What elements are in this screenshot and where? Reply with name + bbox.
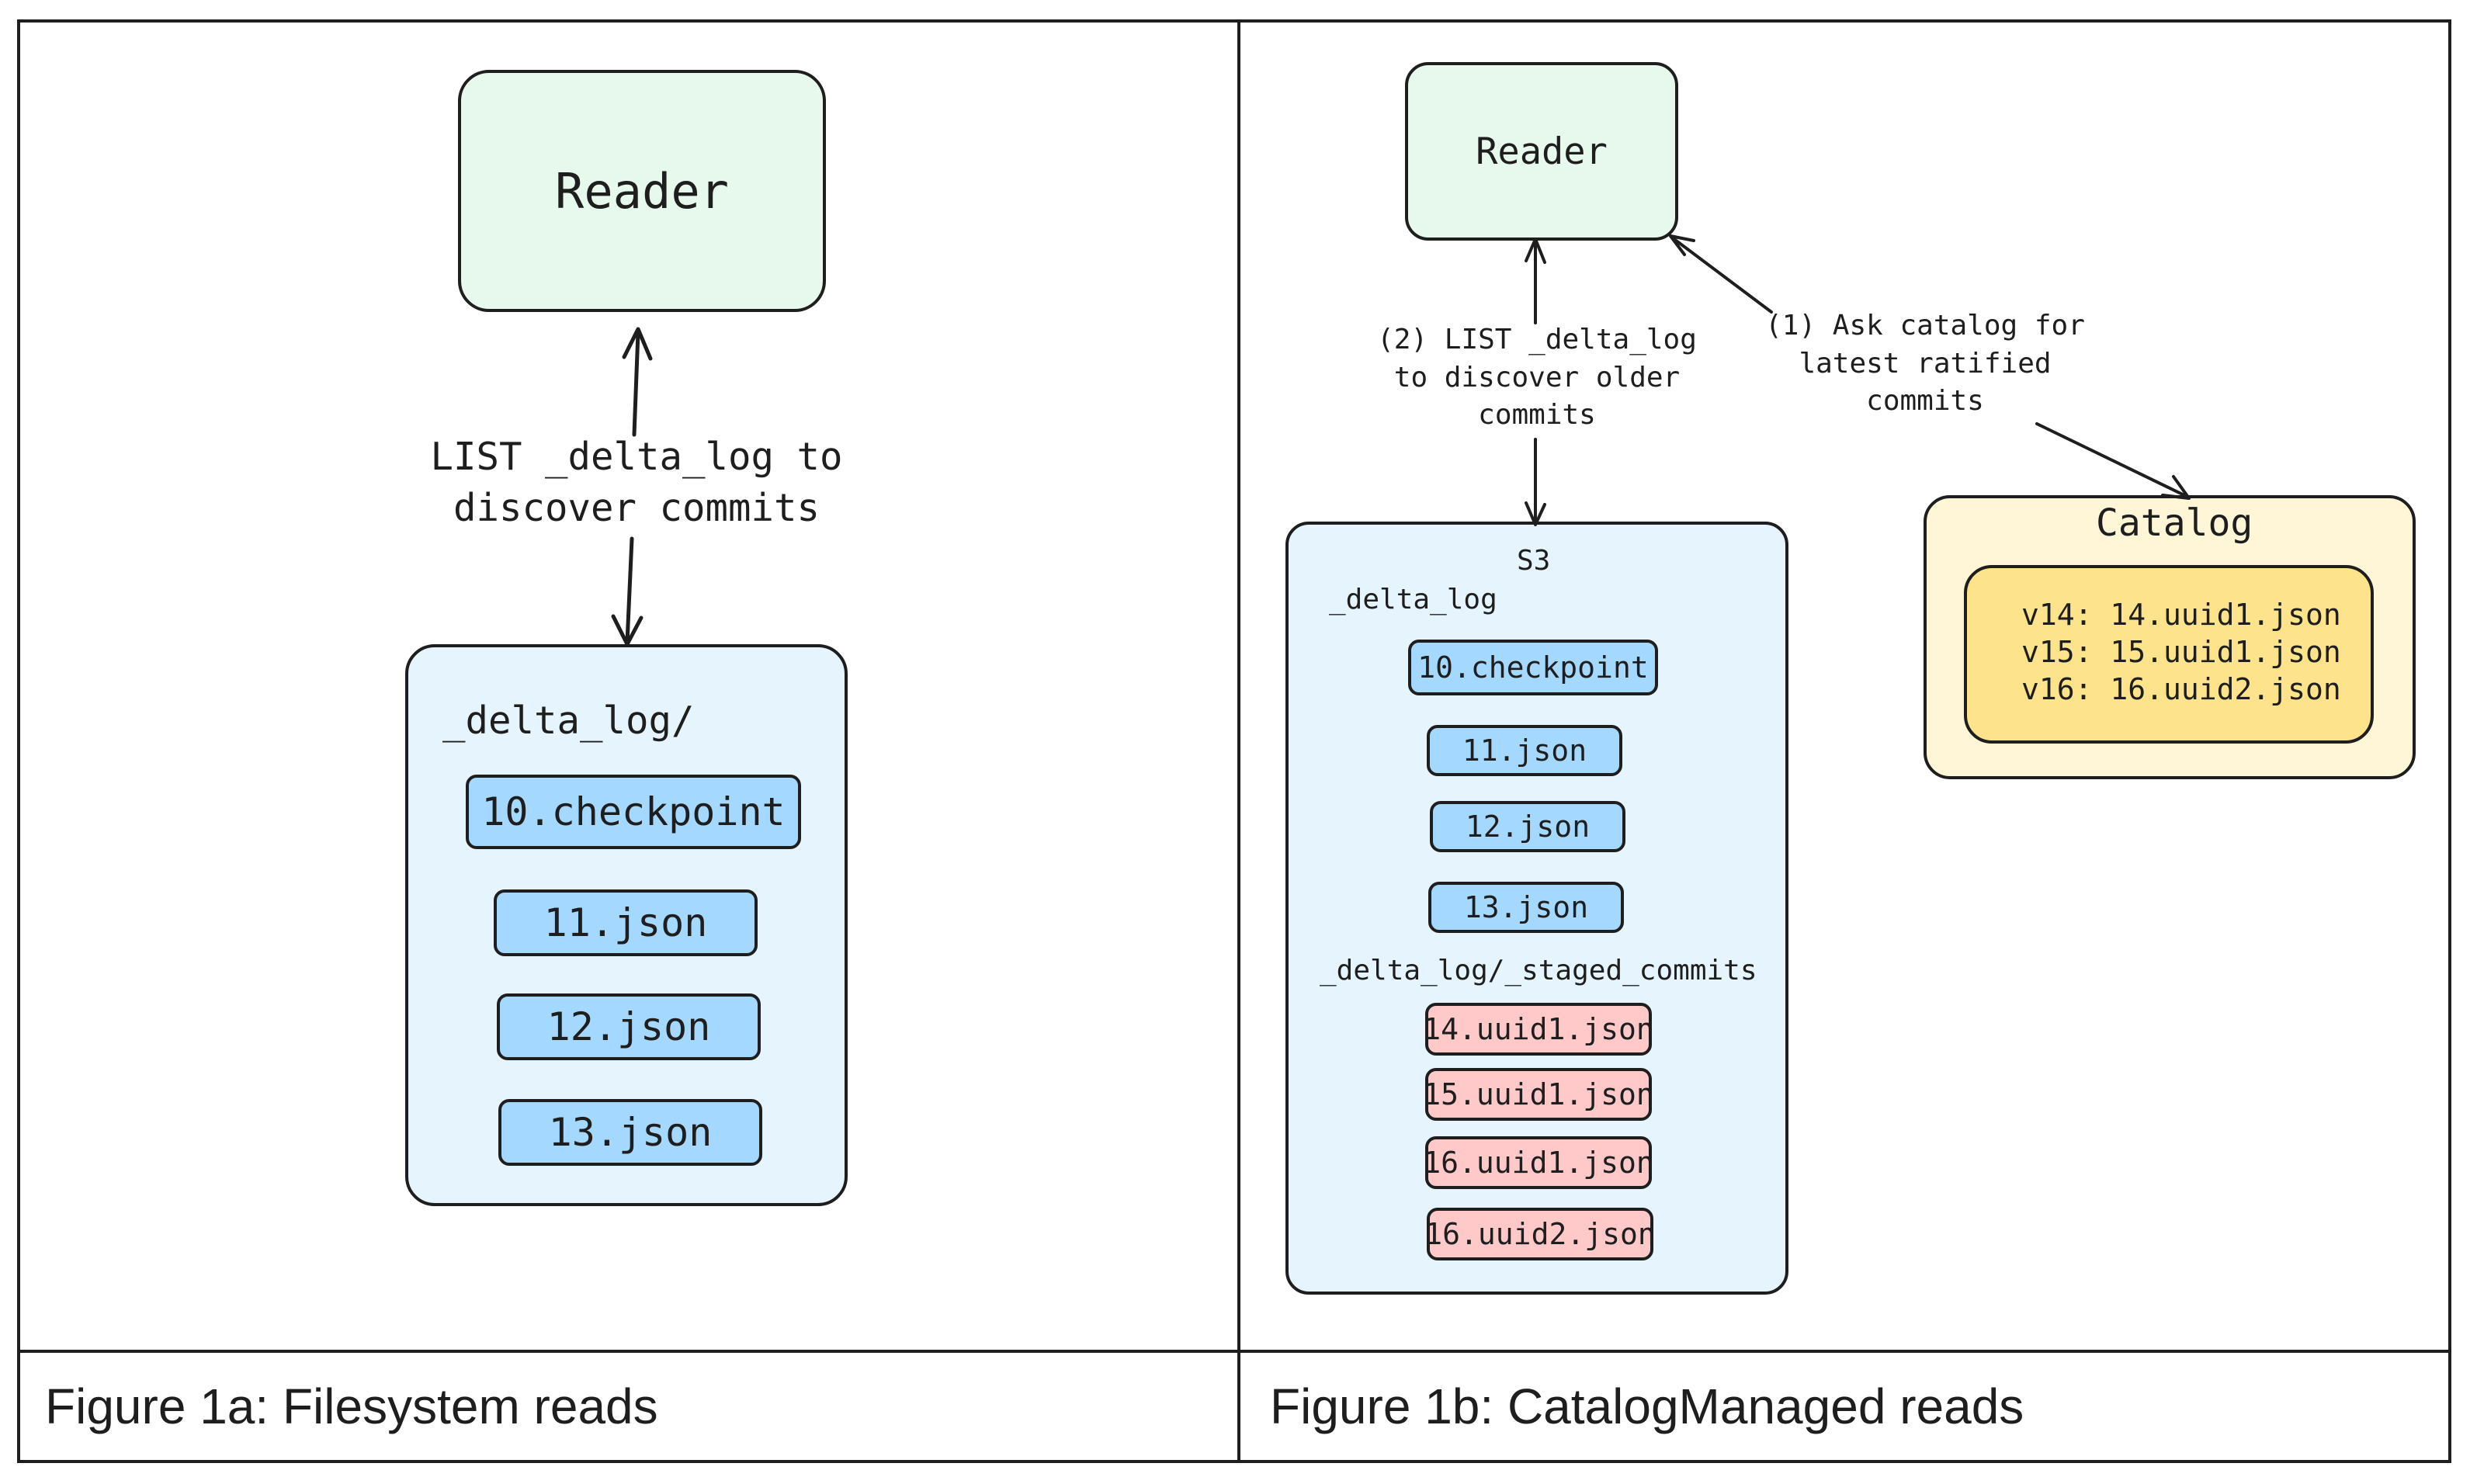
file-label: 11.json xyxy=(1462,733,1587,768)
caption-b: Figure 1b: CatalogManaged reads xyxy=(1270,1378,2024,1434)
file-label: 10.checkpoint xyxy=(1417,650,1649,685)
file-label: 14.uuid1.json xyxy=(1423,1012,1654,1046)
file-label: 11.json xyxy=(543,900,708,945)
file-11-json-b: 11.json xyxy=(1427,725,1622,776)
arrow-to-store-a xyxy=(625,536,634,645)
file-12-json-b: 12.json xyxy=(1430,801,1625,852)
staged-file-14-uuid1: 14.uuid1.json xyxy=(1423,1003,1654,1056)
arrow-to-reader-a xyxy=(632,330,640,437)
reader-label-a: Reader xyxy=(555,162,729,220)
reader-box-b: Reader xyxy=(1405,62,1678,241)
file-13-json-a: 13.json xyxy=(498,1099,762,1166)
arrow-to-catalog xyxy=(2035,422,2189,498)
delta-log-folder-b: _delta_log xyxy=(1329,584,1497,615)
file-13-json-b: 13.json xyxy=(1428,882,1624,933)
catalog-title: Catalog xyxy=(2096,501,2253,545)
panel-divider xyxy=(1237,19,1240,1463)
ask-catalog-label: (1) Ask catalog for latest ratified comm… xyxy=(1765,310,2085,418)
s3-title: S3 xyxy=(1517,545,1551,577)
file-11-json-a: 11.json xyxy=(494,889,758,956)
caption-a: Figure 1a: Filesystem reads xyxy=(45,1378,658,1434)
staged-commits-folder: _delta_log/_staged_commits xyxy=(1320,955,1757,986)
arrowhead-catalog xyxy=(2161,475,2191,500)
caption-divider xyxy=(17,1350,2451,1353)
reader-label-b: Reader xyxy=(1476,130,1608,173)
staged-file-15-uuid1: 15.uuid1.json xyxy=(1423,1068,1654,1121)
file-label: 12.json xyxy=(1465,810,1591,844)
arrow-ask-to-reader xyxy=(1670,236,1773,314)
file-label: 16.uuid2.json xyxy=(1424,1217,1656,1251)
file-12-json-a: 12.json xyxy=(497,993,761,1060)
file-label: 15.uuid1.json xyxy=(1423,1077,1654,1111)
arrowhead-reader-corner xyxy=(1669,234,1695,256)
file-label: 10.checkpoint xyxy=(481,789,786,834)
reader-box-a: Reader xyxy=(458,70,826,312)
staged-file-16-uuid1: 16.uuid1.json xyxy=(1423,1136,1654,1189)
catalog-entry-v15: v15: 15.uuid1.json xyxy=(2021,635,2341,669)
catalog-entry-v16: v16: 16.uuid2.json xyxy=(2021,672,2341,706)
catalog-entry-v14: v14: 14.uuid1.json xyxy=(2021,598,2341,632)
file-label: 13.json xyxy=(1463,890,1589,924)
file-checkpoint-b: 10.checkpoint xyxy=(1408,640,1658,695)
catalog-entries-box xyxy=(1964,565,2374,744)
arrowhead-up-b xyxy=(1525,238,1546,264)
file-checkpoint-a: 10.checkpoint xyxy=(466,775,801,849)
file-label: 12.json xyxy=(546,1004,711,1049)
arrowhead-up-a xyxy=(622,327,653,361)
file-label: 13.json xyxy=(548,1110,713,1155)
arrowhead-down-a xyxy=(611,614,644,647)
delta-log-folder-a: _delta_log/ xyxy=(442,699,695,743)
list-arrow-label-a: LIST _delta_log to discover commits xyxy=(430,435,843,531)
arrowhead-down-s3 xyxy=(1525,501,1546,526)
staged-file-16-uuid2: 16.uuid2.json xyxy=(1424,1208,1656,1260)
list-arrow-label-b: (2) LIST _delta_log to discover older co… xyxy=(1377,324,1697,432)
file-label: 16.uuid1.json xyxy=(1423,1146,1654,1180)
